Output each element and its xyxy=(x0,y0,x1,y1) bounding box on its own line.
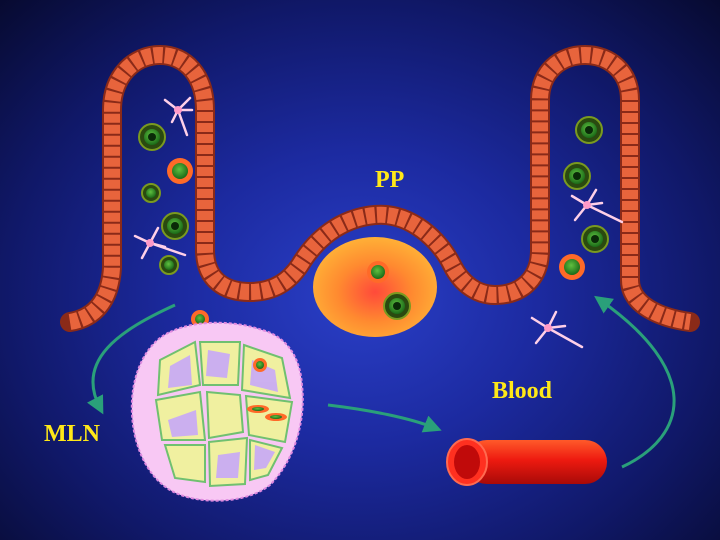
lymphocyte-icon xyxy=(141,183,161,203)
blood-vessel-icon xyxy=(446,438,607,486)
lymph-node-icon xyxy=(130,321,304,502)
dendritic-cell-icon xyxy=(570,188,624,224)
lymphocyte-icon xyxy=(563,162,591,190)
peyers-patch xyxy=(313,237,437,337)
left-villus-cells xyxy=(133,96,194,275)
dendritic-cell-icon xyxy=(163,96,194,137)
arrow-mln-to-blood xyxy=(327,403,442,433)
blood-label: Blood xyxy=(492,378,553,404)
mln-label: MLN xyxy=(44,421,100,447)
infected-cell-icon xyxy=(559,254,585,280)
lymphocyte-icon xyxy=(581,225,609,253)
epithelium xyxy=(60,44,700,332)
arrows xyxy=(87,295,676,469)
dendritic-cell-icon xyxy=(133,226,187,260)
right-villus-cells xyxy=(559,116,624,280)
dendritic-cell-icon xyxy=(530,310,584,349)
lymphocyte-icon xyxy=(161,212,189,240)
arrow-blood-to-villus xyxy=(594,295,676,469)
pp-infected-cell-icon xyxy=(367,261,389,283)
pp-label: PP xyxy=(375,167,405,193)
lymphocyte-icon xyxy=(575,116,603,144)
arrow-villus-to-mln xyxy=(87,303,176,415)
lymphocyte-icon xyxy=(159,255,179,275)
lymphocyte-icon xyxy=(138,123,166,151)
infected-cell-icon xyxy=(167,158,193,184)
pp-lymphocyte-icon xyxy=(383,292,411,320)
